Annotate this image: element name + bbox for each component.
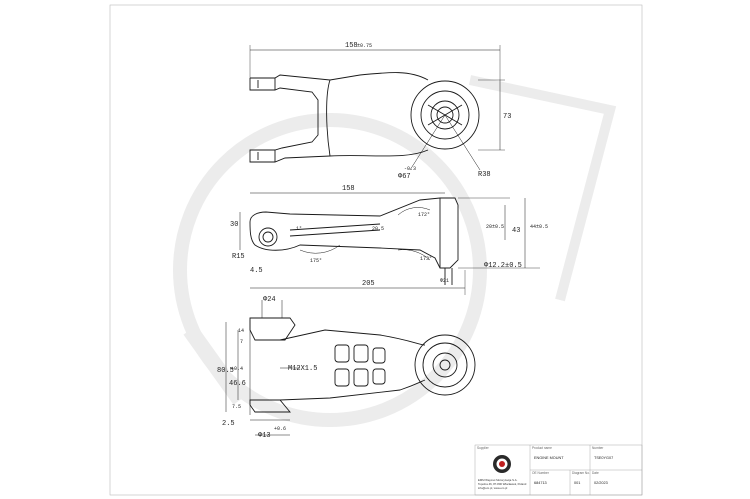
bottom-spread-tol: +0.4 (231, 366, 243, 372)
top-radius: R38 (478, 171, 491, 179)
side-angle-left: 175° (310, 258, 322, 264)
top-height: 73 (503, 113, 511, 121)
bottom-gap-14: 14 (238, 328, 244, 334)
number-value: TSE0YG07 (594, 456, 613, 460)
product-value: ENGINE MOUNT (534, 456, 564, 460)
side-length: 158 (342, 185, 355, 193)
side-angle-top: 172° (418, 212, 430, 218)
company-line2: Topolna 46, 87-800 Włocławek, Poland (478, 482, 527, 486)
bottom-offset-25: 2.5 (222, 420, 235, 428)
diagram-label: Diagram No. (572, 471, 590, 475)
side-angle-right: 173° (420, 256, 432, 262)
date-value: 02/2023 (594, 481, 608, 485)
side-radius-15: R15 (232, 253, 245, 261)
oe-label: OE Number (532, 471, 550, 475)
top-overall-length: 158 (345, 42, 358, 50)
top-overall-length-tol: ±0.75 (357, 43, 372, 49)
side-angle-small: 1° (296, 226, 302, 232)
side-height-43: 43 (512, 227, 520, 235)
bottom-dia-24: Φ24 (263, 296, 276, 304)
bottom-spread-46: 46.6 (229, 380, 246, 388)
side-dia-21: Φ21 (440, 278, 449, 284)
title-block (474, 444, 643, 496)
side-thread-dia: Φ12.2±0.5 (484, 262, 522, 270)
side-height-20: 20±0.5 (486, 224, 504, 230)
bottom-gap-7: 7 (240, 339, 243, 345)
bottom-thread: M12X1.5 (288, 365, 317, 373)
top-view (249, 45, 505, 171)
side-left-height: 30 (230, 221, 238, 229)
oe-value: 684713 (534, 481, 547, 485)
bottom-dia-13-tol: +0.6 (274, 426, 286, 432)
side-offset-45: 4.5 (250, 267, 263, 275)
top-bore-tol: -0.3 (404, 166, 416, 172)
diagram-value: 001 (574, 481, 580, 485)
bottom-gap-75: 7.5 (232, 404, 241, 410)
supplier-label: Supplier (477, 446, 490, 450)
side-rib-width: 20.5 (372, 226, 384, 232)
drawing-border (109, 4, 643, 496)
bottom-view (225, 300, 476, 436)
side-height-44: 44±0.5 (530, 224, 548, 230)
company-line1: EMM Waymet Motoryzacja S.A. (478, 478, 518, 482)
side-view (239, 192, 540, 295)
bottom-height-80: 80.5 (217, 367, 234, 375)
company-logo (493, 455, 511, 473)
date-label: Date (592, 471, 599, 475)
number-label: Number (592, 446, 604, 450)
company-line3: info@em.pl, www.em.pl (478, 486, 508, 490)
bottom-dia-13: Φ13 (258, 432, 271, 440)
top-bore-dia: Φ67 (398, 173, 411, 181)
side-total-length: 205 (362, 280, 375, 288)
watermark-gear (173, 75, 617, 427)
product-label: Product name (532, 446, 552, 450)
